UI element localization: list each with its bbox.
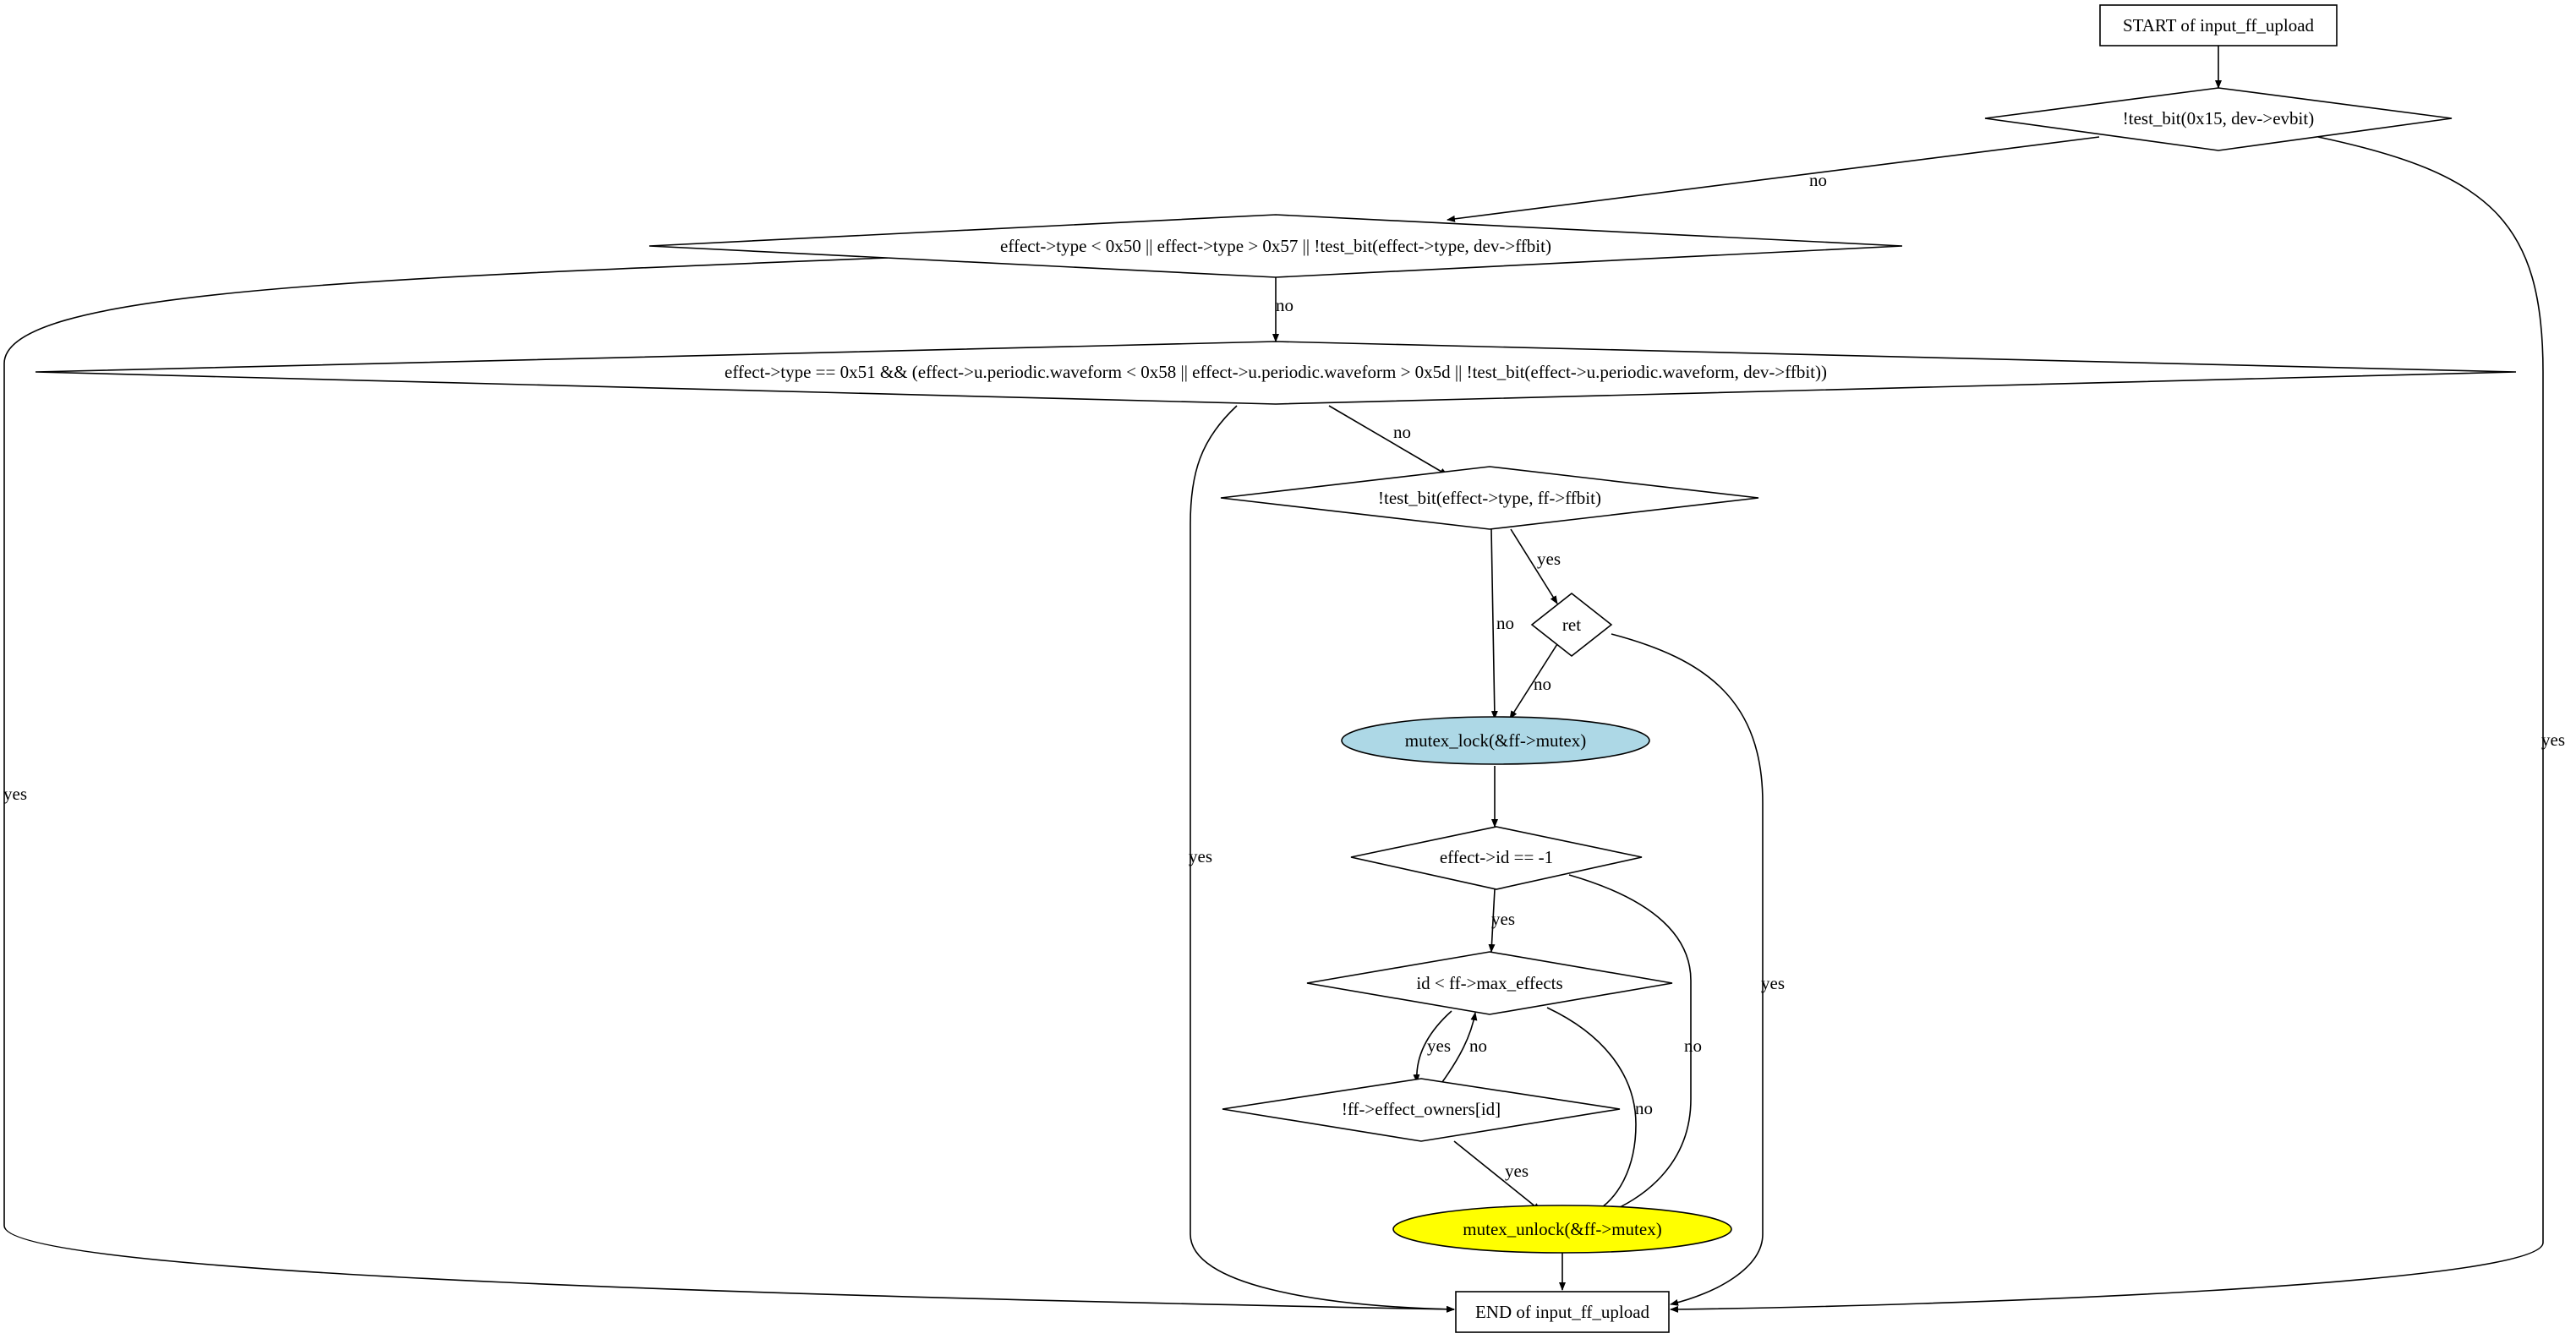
edge-owners-no: no (1441, 1012, 1487, 1083)
mutex-unlock-node-label: mutex_unlock(&ff->mutex) (1463, 1219, 1661, 1239)
edge-label-periodic-no: no (1393, 422, 1411, 442)
type-range-decision[interactable]: effect->type < 0x50 || effect->type > 0x… (648, 214, 1903, 278)
periodic-waveform-decision-label: effect->type == 0x51 && (effect->u.perio… (725, 362, 1827, 382)
periodic-waveform-decision[interactable]: effect->type == 0x51 && (effect->u.perio… (35, 341, 2517, 405)
edge-label-idmax-no: no (1635, 1098, 1653, 1118)
edges: no yes no yes no yes yes no (3, 46, 2565, 1313)
edge-label-evbit-yes: yes (2541, 730, 2565, 750)
end-node-label: END of input_ff_upload (1475, 1302, 1650, 1322)
effect-owners-decision[interactable]: !ff->effect_owners[id] (1222, 1078, 1621, 1142)
edge-evbit-yes: yes (1670, 136, 2565, 1313)
edge-ret-no: no (1509, 643, 1558, 719)
edge-label-range-yes: yes (3, 784, 27, 804)
edge-label-ffbit-no: no (1496, 613, 1514, 633)
edge-idmax-no: no (1546, 1007, 1653, 1215)
edge-ffbit-yes: yes (1510, 528, 1561, 604)
edge-label-idmax-yes: yes (1427, 1036, 1451, 1056)
edge-label-ret-no: no (1534, 674, 1551, 694)
start-node[interactable]: START of input_ff_upload (2099, 4, 2338, 46)
ff-ffbit-decision[interactable]: !test_bit(effect->type, ff->ffbit) (1220, 466, 1759, 530)
edge-idneg-yes: yes (1488, 888, 1515, 953)
edge-label-idneg-yes: yes (1491, 909, 1515, 929)
edge-ret-yes: yes (1611, 633, 1785, 1306)
id-neg-decision-label: effect->id == -1 (1440, 847, 1553, 867)
edge-periodic-no: no (1328, 405, 1448, 476)
edge-idmax-yes: yes (1413, 1010, 1452, 1083)
effect-owners-decision-label: !ff->effect_owners[id] (1342, 1099, 1501, 1119)
evbit-decision[interactable]: !test_bit(0x15, dev->evbit) (1984, 87, 2453, 151)
edge-label-owners-yes: yes (1505, 1161, 1529, 1181)
edge-label-owners-no: no (1469, 1036, 1487, 1056)
type-range-decision-label: effect->type < 0x50 || effect->type > 0x… (1000, 236, 1551, 256)
nodes: START of input_ff_upload !test_bit(0x15,… (35, 4, 2517, 1333)
edge-label-range-no: no (1276, 295, 1293, 315)
edge-range-no: no (1272, 277, 1293, 342)
edge-label-periodic-yes: yes (1189, 846, 1212, 866)
edge-label-evbit-no: no (1809, 170, 1827, 190)
ret-decision-label: ret (1562, 615, 1581, 635)
edge-owners-yes: yes (1453, 1140, 1541, 1211)
id-max-decision-label: id < ff->max_effects (1416, 973, 1562, 993)
end-node[interactable]: END of input_ff_upload (1455, 1291, 1670, 1333)
edge-evbit-no: no (1447, 136, 2100, 222)
edge-label-idneg-no: no (1684, 1036, 1702, 1056)
mutex-unlock-node[interactable]: mutex_unlock(&ff->mutex) (1392, 1205, 1732, 1254)
edge-ffbit-no: no (1490, 528, 1514, 719)
ff-ffbit-decision-label: !test_bit(effect->type, ff->ffbit) (1378, 488, 1601, 508)
edge-range-yes: yes (3, 257, 1455, 1313)
mutex-lock-node[interactable]: mutex_lock(&ff->mutex) (1341, 716, 1650, 765)
id-neg-decision[interactable]: effect->id == -1 (1350, 826, 1643, 890)
edge-label-ret-yes: yes (1761, 973, 1785, 993)
start-node-label: START of input_ff_upload (2123, 15, 2315, 36)
evbit-decision-label: !test_bit(0x15, dev->evbit) (2123, 108, 2314, 128)
edge-periodic-yes: yes (1189, 405, 1455, 1313)
edge-idneg-no: no (1568, 874, 1702, 1215)
id-max-decision[interactable]: id < ff->max_effects (1306, 951, 1673, 1015)
edge-label-ffbit-yes: yes (1537, 549, 1561, 569)
ret-decision[interactable]: ret (1530, 592, 1613, 658)
mutex-lock-node-label: mutex_lock(&ff->mutex) (1405, 730, 1586, 751)
